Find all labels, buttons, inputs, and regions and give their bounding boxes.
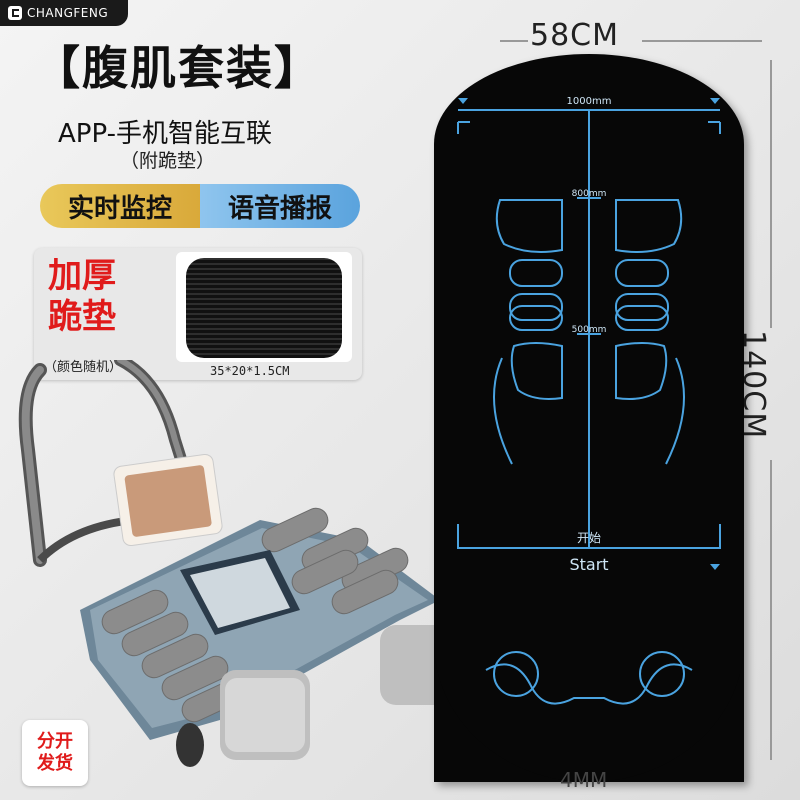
ship-badge-line2: 发货 [37,753,73,774]
mark-start-cn: 开始 [577,531,601,545]
kneepad-size: 35*20*1.5CM [210,364,290,378]
mark-800mm: 800mm [572,189,607,199]
mark-start-en: Start [569,555,608,574]
brand-icon [8,6,22,20]
feature-voice-broadcast: 语音播报 [200,184,360,228]
kneepad-color-note: （颜色随机） [44,360,123,375]
exercise-mat-bottom [434,560,744,782]
width-dimension-line-right [642,40,762,42]
product-subtitle-extra: （附跪垫） [120,150,216,172]
length-dimension-line-top [770,60,772,328]
mark-500mm: 500mm [572,325,607,335]
kneepad-title-line2: 跪垫 [48,296,116,337]
width-dimension-line-left [500,40,528,42]
mat-width-label: 58CM [530,18,620,53]
kneepad-title: 加厚 跪垫 [48,256,158,338]
mat-markings: 1000mm 800mm 500mm 开始 Start [457,96,721,705]
product-title: 【腹肌套装】 [34,41,322,95]
brand-name: CHANGFENG [27,6,109,20]
mat-thickness-label: 4MM [560,768,608,792]
feature-realtime-monitor: 实时监控 [40,184,200,228]
ab-roller-device-image [18,360,440,767]
product-subtitle: APP-手机智能互联 [58,119,272,149]
kneepad-title-line1: 加厚 [48,256,116,296]
ship-separately-badge: 分开 发货 [22,720,88,786]
kneepad-image [186,258,342,358]
ship-badge-line1: 分开 [37,730,73,752]
mark-1000mm: 1000mm [567,96,612,107]
length-dimension-line-bottom [770,460,772,760]
brand-logo-tag: CHANGFENG [0,0,128,26]
